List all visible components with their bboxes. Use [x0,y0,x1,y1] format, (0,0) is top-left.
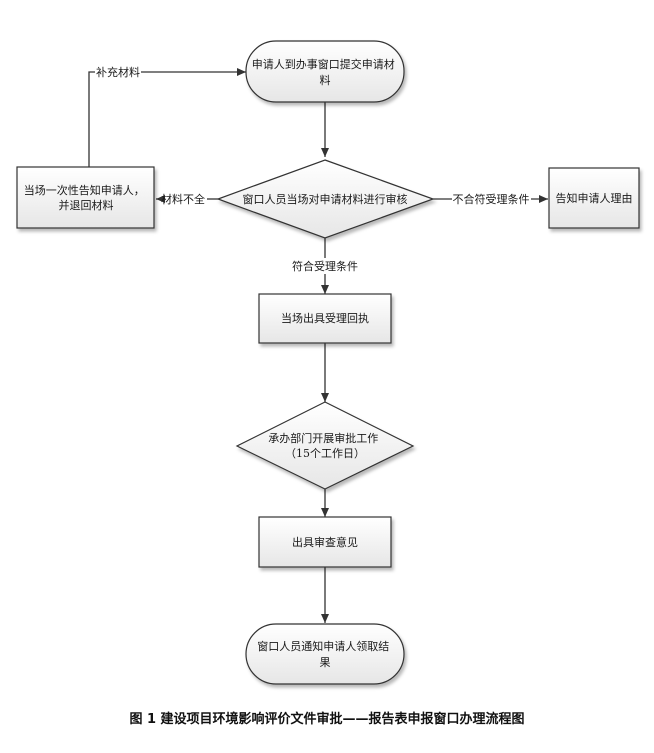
svg-text:承办部门开展审批工作 （15个工作日）: 承办部门开展审批工作 （15个工作日） [268,431,382,460]
opinion-box: 出具审查意见 [258,516,392,568]
svg-text:出具审查意见: 出具审查意见 [292,535,358,549]
receipt-label: 当场出具受理回执 [281,311,369,325]
reason-box: 告知申请人理由 [548,167,640,229]
start-node: 申请人到办事窗口提交申请材 料 [245,40,405,103]
figure-caption: 图 1 建设项目环境影响评价文件审批——报告表申报窗口办理流程图 [129,712,525,727]
approval-decision: 承办部门开展审批工作 （15个工作日） [235,401,415,490]
approval-line-1: 承办部门开展审批工作 [268,431,378,445]
reason-label: 告知申请人理由 [556,191,633,205]
approval-line-2: （15个工作日） [285,447,365,460]
review-decision-label: 窗口人员当场对申请材料进行审核 [243,192,408,206]
start-node-line-1: 申请人到办事窗口提交申请材 [252,57,395,71]
notify-return-box: 当场一次性告知申请人， 并退回材料 [16,166,155,229]
opinion-label: 出具审查意见 [292,535,358,549]
review-decision: 窗口人员当场对申请材料进行审核 [216,159,435,239]
svg-text:申请人到办事窗口提交申请材 料: 申请人到办事窗口提交申请材 料 [252,57,399,87]
edge-label-meet: 符合受理条件 [292,259,358,273]
edge-label-not-meet: 不合符受理条件 [453,192,530,206]
edge-label-incomplete: 材料不全 [161,192,205,206]
receipt-box: 当场出具受理回执 [258,293,392,344]
end-node: 窗口人员通知申请人领取结 果 [245,623,405,685]
end-node-line-1: 窗口人员通知申请人领取结 [257,639,389,653]
svg-text:当场一次性告知申请人， 并退回材料: 当场一次性告知申请人， 并退回材料 [24,183,149,212]
connectors [88,68,548,623]
notify-return-line-1: 当场一次性告知申请人， [24,183,145,197]
edge-label-supplement: 补充材料 [96,65,140,79]
svg-text:窗口人员当场对申请材料进行审核: 窗口人员当场对申请材料进行审核 [243,192,408,206]
svg-text:窗口人员通知申请人领取结 果: 窗口人员通知申请人领取结 果 [257,639,393,669]
svg-text:告知申请人理由: 告知申请人理由 [556,191,633,205]
notify-return-line-2: 并退回材料 [59,198,114,212]
end-node-line-2: 果 [320,656,331,669]
svg-text:当场出具受理回执: 当场出具受理回执 [281,311,369,325]
start-node-line-2: 料 [320,73,331,87]
edge-notify-to-supplement [88,71,95,167]
